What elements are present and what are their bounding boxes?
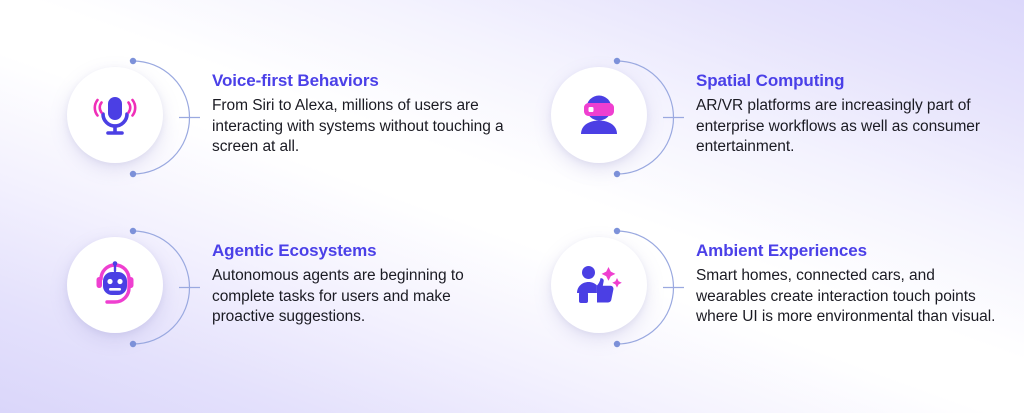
vr-headset-person-icon	[581, 95, 617, 134]
feature-body: Smart homes, connected cars, and wearabl…	[696, 267, 996, 326]
microphone-icon	[93, 97, 137, 135]
icon-badge-zone	[60, 55, 212, 180]
feature-copy: Ambient Experiences Smart homes, connect…	[696, 225, 996, 328]
feature-copy: Agentic Ecosystems Autonomous agents are…	[212, 225, 512, 328]
feature-title: Voice-first Behaviors	[212, 71, 379, 90]
feature-item-ambient-experiences: Ambient Experiences Smart homes, connect…	[544, 225, 1014, 395]
feature-item-voice-first: Voice-first Behaviors From Siri to Alexa…	[60, 55, 530, 225]
person-thumbs-up-sparkle-icon	[577, 266, 622, 303]
feature-copy: Spatial Computing AR/VR platforms are in…	[696, 55, 996, 158]
feature-item-spatial-computing: Spatial Computing AR/VR platforms are in…	[544, 55, 1014, 225]
icon-badge-zone	[544, 55, 696, 180]
feature-title: Ambient Experiences	[696, 241, 867, 260]
icon-badge-zone	[544, 225, 696, 350]
icon-badge	[551, 67, 647, 163]
icon-badge	[551, 237, 647, 333]
robot-headset-icon	[96, 261, 134, 304]
feature-copy: Voice-first Behaviors From Siri to Alexa…	[212, 55, 512, 158]
icon-badge-zone	[60, 225, 212, 350]
feature-body: Autonomous agents are beginning to compl…	[212, 267, 464, 326]
feature-body: From Siri to Alexa, millions of users ar…	[212, 97, 504, 156]
feature-title: Spatial Computing	[696, 71, 845, 90]
icon-badge	[67, 237, 163, 333]
feature-item-agentic-ecosystems: Agentic Ecosystems Autonomous agents are…	[60, 225, 530, 395]
feature-body: AR/VR platforms are increasingly part of…	[696, 97, 980, 156]
feature-title: Agentic Ecosystems	[212, 241, 377, 260]
icon-badge	[67, 67, 163, 163]
